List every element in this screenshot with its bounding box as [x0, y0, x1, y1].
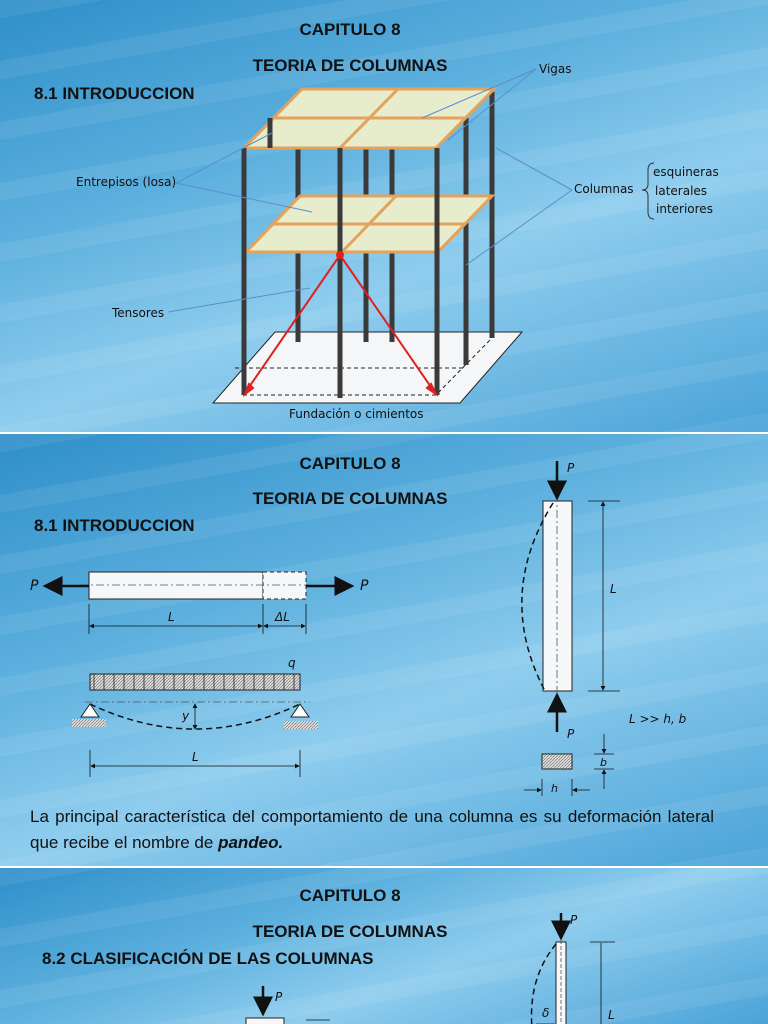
label-l-column: L	[610, 582, 617, 596]
label-entrepisos: Entrepisos (losa)	[76, 175, 177, 189]
label-delta-l: ΔL	[275, 610, 290, 624]
chapter-title: CAPITULO 8	[299, 886, 401, 905]
column-diagrams	[42, 461, 620, 796]
paragraph-text: La principal característica del comporta…	[30, 807, 714, 852]
paragraph-emphasis: pandeo.	[218, 833, 284, 852]
label-l: L	[608, 1008, 615, 1022]
label-p-left: P	[30, 578, 39, 594]
label-p-top: P	[567, 461, 575, 475]
section-title: 8.2 CLASIFICACIÓN DE LAS COLUMNAS	[42, 949, 374, 968]
intro-paragraph: La principal característica del comporta…	[30, 804, 714, 856]
column-classification-diagram	[245, 913, 615, 1024]
label-tensores: Tensores	[112, 306, 165, 320]
slide-separator	[0, 432, 768, 434]
label-y: y	[182, 709, 190, 723]
label-l-beam: L	[192, 750, 199, 764]
chapter-title: CAPITULO 8	[299, 454, 401, 473]
label-interiores: interiores	[656, 202, 713, 216]
label-p-small: P	[275, 990, 283, 1004]
label-vigas: Vigas	[539, 62, 572, 76]
label-columnas: Columnas	[574, 182, 634, 196]
label-esquineras: esquineras	[653, 165, 719, 179]
chapter-title: CAPITULO 8	[299, 20, 401, 39]
slide-separator	[0, 866, 768, 868]
label-p-right: P	[360, 578, 369, 594]
slide-1: CAPITULO 8 TEORIA DE COLUMNAS 8.1 INTROD…	[0, 0, 768, 432]
slide-3: CAPITULO 8 TEORIA DE COLUMNAS 8.2 CLASIF…	[0, 868, 768, 1024]
label-q: q	[288, 656, 296, 670]
section-title: 8.1 INTRODUCCION	[34, 516, 195, 535]
label-l-bar: L	[168, 610, 175, 624]
section-title: 8.1 INTRODUCCION	[34, 84, 195, 103]
label-p-top: P	[570, 913, 578, 927]
label-delta: δ	[542, 1006, 550, 1020]
label-laterales: laterales	[655, 184, 708, 198]
slide-2: CAPITULO 8 TEORIA DE COLUMNAS 8.1 INTROD…	[0, 434, 768, 866]
label-condition: L >> h, b	[629, 712, 687, 726]
slide-title: TEORIA DE COLUMNAS	[252, 922, 448, 941]
label-b: b	[600, 756, 607, 769]
label-p-bottom: P	[567, 727, 575, 741]
slide-title: TEORIA DE COLUMNAS	[252, 56, 448, 75]
slide-title: TEORIA DE COLUMNAS	[252, 489, 448, 508]
label-h: h	[551, 782, 558, 795]
building-frame-diagram	[167, 68, 655, 404]
label-fundacion: Fundación o cimientos	[289, 407, 424, 421]
